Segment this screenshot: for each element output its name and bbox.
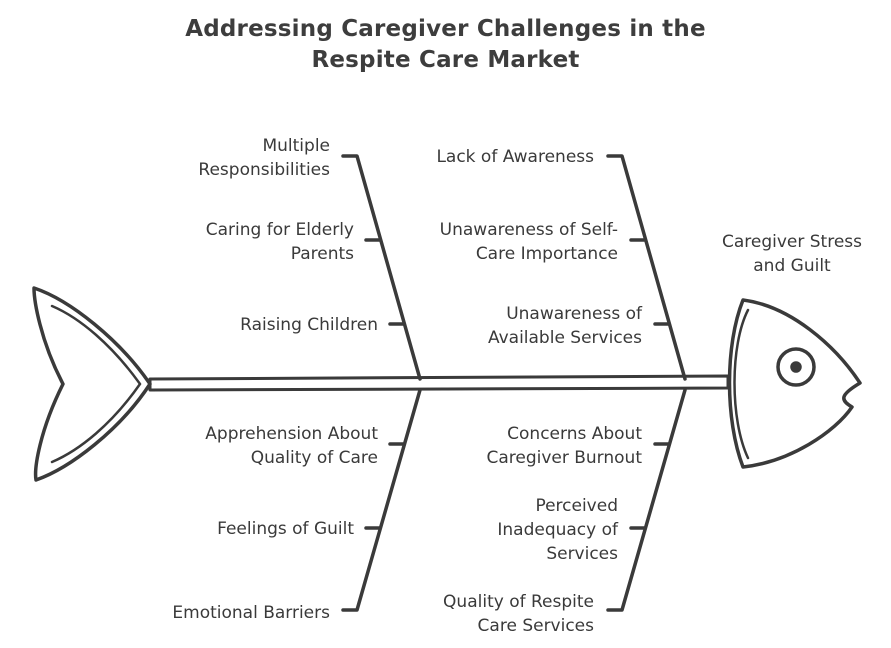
cause-apprehension-quality: Apprehension About Quality of Care [205,424,378,468]
cause-concerns-burnout: Concerns About Caregiver Burnout [486,424,642,468]
fish-spine [148,374,730,392]
fish-tail-inner [50,304,142,464]
bone-bottom-right [606,388,687,612]
cause-emotional-barriers: Emotional Barriers [172,603,330,623]
fish-eye [776,347,816,387]
title-line-1: Addressing Caregiver Challenges in the [185,16,706,42]
diagram-title: Addressing Caregiver Challenges in the R… [0,14,891,76]
title-line-2: Respite Care Market [311,47,580,73]
cause-raising-children: Raising Children [240,315,378,335]
bone-top-left [341,154,422,381]
cause-lack-of-awareness: Lack of Awareness [436,147,594,167]
bone-bottom-left [341,388,422,612]
cause-perceived-inadequacy: Perceived Inadequacy of Services [497,496,618,564]
cause-unawareness-self-care: Unawareness of Self- Care Importance [439,220,618,264]
cause-feelings-of-guilt: Feelings of Guilt [217,519,354,539]
effect-label: Caregiver Stress and Guilt [721,232,863,276]
cause-unawareness-available-services: Unawareness of Available Services [487,304,642,348]
fish-head [727,298,862,469]
bone-top-right [606,154,687,381]
fish-pupil [790,361,802,373]
fish-tail [32,286,152,482]
cause-multiple-responsibilities: Multiple Responsibilities [198,136,330,180]
cause-quality-respite-services: Quality of Respite Care Services [443,592,594,636]
fish-gill [733,308,750,460]
cause-caring-for-elderly-parents: Caring for Elderly Parents [205,220,354,264]
